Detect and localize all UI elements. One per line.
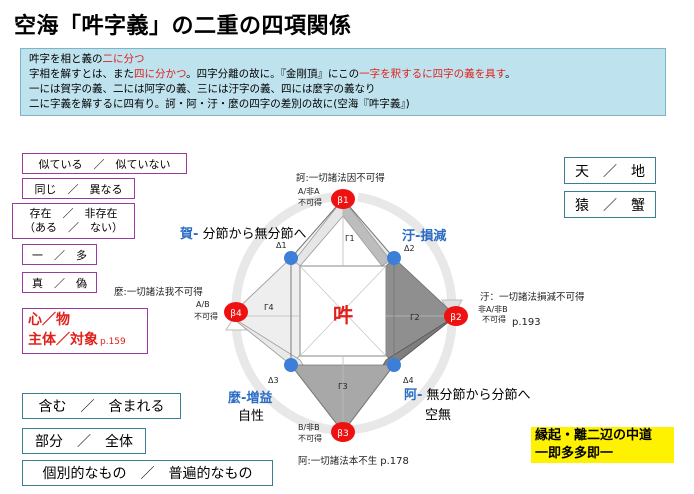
delta4-label: Δ4 — [403, 376, 414, 385]
intro-line-3: 一には賀字の義、二には阿字の義、三には汙字の義、四には麼字の義なり — [29, 83, 376, 95]
bottom-node-sub1: B/非B — [298, 423, 320, 432]
middle-way-highlight: 縁起・離二辺の中道 一即多多即一 — [531, 427, 674, 463]
beta1-label: β1 — [337, 196, 348, 206]
gamma3-label: Γ3 — [338, 382, 348, 391]
pair-box-similar: 似ている ／ 似ていない — [22, 153, 187, 174]
highlight-line-2: 一即多多即一 — [535, 446, 614, 461]
delta1-label: Δ1 — [276, 241, 287, 250]
beta3-label: β3 — [337, 429, 348, 439]
u-transition-label: 汙-損減 — [402, 229, 447, 244]
beta2-node — [444, 306, 468, 326]
cycle-arc-top-left — [231, 192, 333, 306]
delta4-node — [387, 358, 401, 372]
a-transition-label: 阿- 無分節から分節へ — [404, 388, 531, 403]
right-node-page: p.193 — [512, 317, 541, 328]
pair-box-part-whole: 部分 ／ 全体 — [22, 428, 146, 454]
top-node-sub2: 不可得 — [298, 198, 322, 207]
pair-box-true-false: 真 ／ 偽 — [22, 272, 97, 293]
delta2-node — [387, 251, 401, 265]
pair-box-contain: 含む ／ 含まれる — [22, 393, 181, 419]
pair-box-same: 同じ ／ 異なる — [22, 178, 135, 199]
beta4-label: β4 — [230, 309, 242, 319]
page-title: 空海「吽字義」の二重の四項関係 — [14, 14, 352, 39]
right-node-sub1: 非A/非B — [478, 305, 508, 314]
ma-selfnature-label: 自性 — [238, 409, 265, 424]
delta1-node — [284, 251, 298, 265]
intro-line-1: 吽字を相と義の二に分つ — [29, 53, 145, 65]
intro-textbox: 吽字を相と義の二に分つ 字相を解すとは、また四に分かつ。四字分離の故に。『金剛頂… — [20, 48, 666, 116]
center-hum-char: 吽 — [333, 303, 353, 327]
beta1-node — [331, 189, 355, 209]
right-node-sub2: 不可得 — [482, 315, 506, 324]
gamma1-label: Γ1 — [345, 234, 355, 243]
top-node-description: 訶:一切諸法因不可得 — [296, 173, 385, 184]
beta2-label: β2 — [450, 313, 461, 323]
top-node-sub1: A/非A — [298, 187, 320, 196]
gamma2-label: Γ2 — [410, 313, 420, 322]
highlight-line-1: 縁起・離二辺の中道 — [535, 428, 653, 443]
delta3-label: Δ3 — [268, 376, 279, 385]
pair-box-one-many: 一 ／ 多 — [22, 244, 97, 265]
gamma4-label: Γ4 — [264, 303, 274, 312]
cycle-arc-bottom-right — [349, 324, 457, 435]
bottom-node-description: 阿:一切諸法本不生 p.178 — [298, 456, 409, 467]
right-node-description: 汙：一切諸法損減不可得 — [480, 292, 585, 303]
left-node-sub1: A/B — [196, 300, 210, 309]
a-emptiness-label: 空無 — [425, 408, 452, 423]
bottom-node-sub2: 不可得 — [298, 434, 322, 443]
cycle-arc-bottom-left — [231, 324, 334, 435]
left-node-description: 麼:一切諸法我不可得 — [114, 287, 203, 298]
cycle-arc-top-right — [357, 192, 457, 308]
delta2-label: Δ2 — [404, 244, 415, 253]
left-node-sub2: 不可得 — [194, 312, 218, 321]
delta3-node — [284, 358, 298, 372]
pair-box-existence: 存在 ／ 非存在（ある ／ ない） — [12, 203, 135, 239]
pair-box-individual-universal: 個別的なもの ／ 普遍的なもの — [22, 460, 273, 486]
intro-line-2: 字相を解すとは、また四に分かつ。四字分離の故に。『金剛頂』にこの一字を釈するに四… — [29, 68, 516, 80]
ga-transition-label: 賀- 分節から無分節へ — [180, 227, 307, 242]
pair-box-monkey-crab: 猿 ／ 蟹 — [564, 191, 656, 218]
beta4-node — [224, 302, 248, 322]
inner-diagonal-2 — [299, 265, 387, 357]
intro-line-4: 二に字義を解するに四有り。訶・阿・汙・麼の四字の差別の故に(空海『吽字義』) — [29, 98, 410, 110]
beta3-node — [331, 422, 355, 442]
ma-transition-label: 麼-増益 — [228, 391, 273, 406]
pair-box-heaven-earth: 天 ／ 地 — [564, 157, 656, 184]
